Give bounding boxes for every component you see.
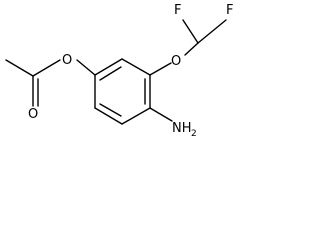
bond-chf2-f-right — [197, 19, 227, 44]
bond-ether-o-chf2 — [184, 42, 199, 56]
fluorine-right-label: F — [226, 3, 233, 18]
bond-ring-amine — [149, 107, 173, 122]
ring-bond-4 — [121, 107, 151, 125]
ether-oxygen-label: O — [171, 54, 181, 69]
bond-carbonyl-ester-o — [32, 59, 61, 77]
bond-methyl-carbonyl — [5, 59, 34, 77]
ester-oxygen-label: O — [62, 53, 72, 68]
amine-subscript-label: 2 — [191, 129, 197, 139]
amine-label: NH — [172, 121, 192, 136]
bond-ring-ether-o — [149, 62, 172, 76]
ring-bond-2 — [121, 58, 151, 76]
molecule-structure: O O O F F NH 2 — [5, 3, 233, 139]
ring-inner-bond-c — [99, 103, 122, 117]
ring-bond-1 — [94, 58, 123, 76]
fluorine-left-label: F — [174, 3, 181, 18]
ring-inner-bond-a — [99, 66, 122, 81]
bond-ester-o-ring — [76, 59, 96, 76]
ring-bond-5 — [94, 107, 123, 125]
carbonyl-oxygen-label: O — [28, 107, 38, 122]
bond-chf2-f-left — [182, 19, 199, 44]
